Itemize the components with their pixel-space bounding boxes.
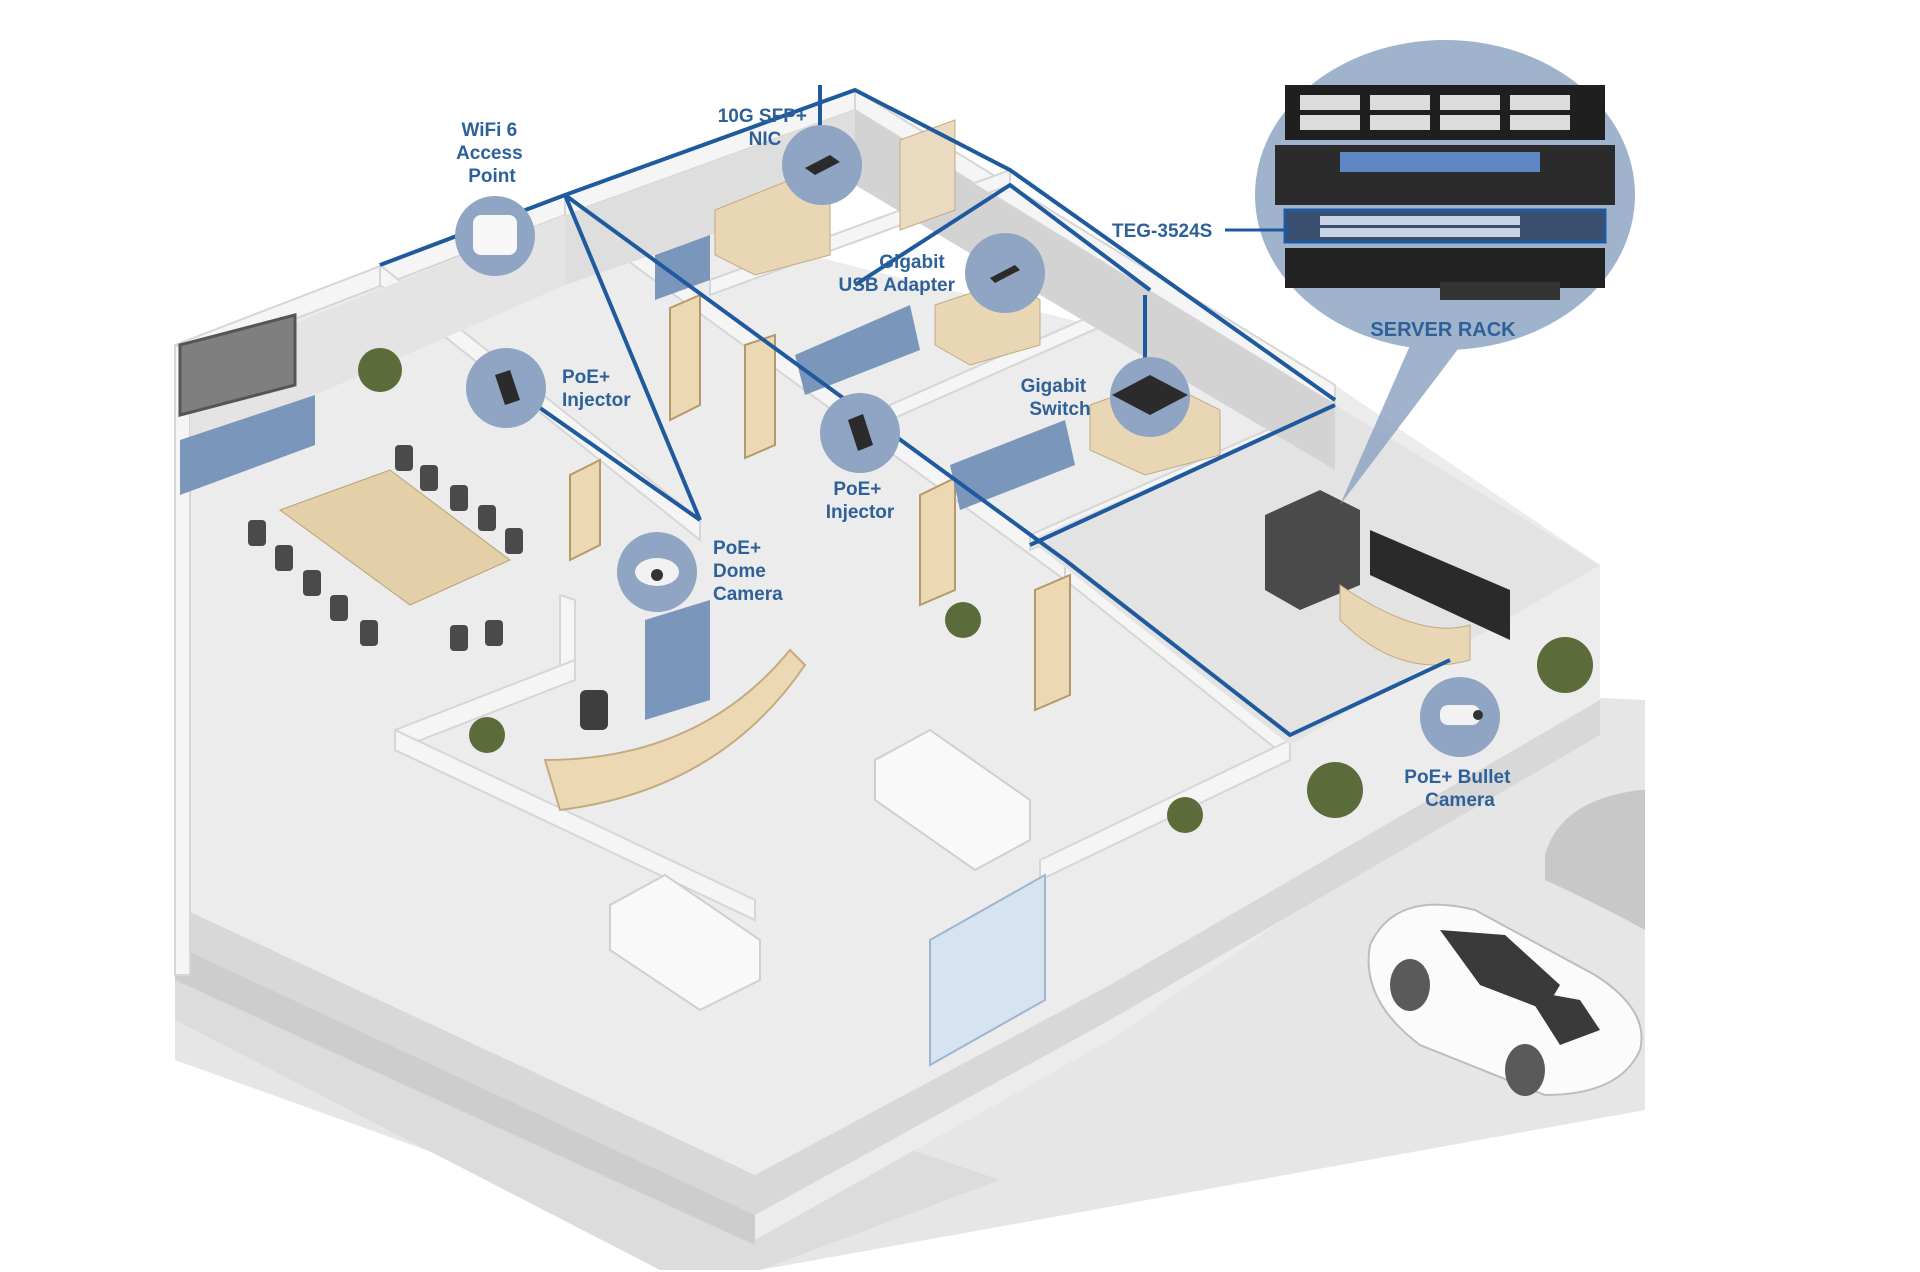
cars — [1367, 790, 1645, 1097]
poe-injector-icon — [495, 370, 520, 405]
bullet-camera-label-2: Camera — [1425, 790, 1495, 811]
poe-injector-2-label-2: Injector — [826, 502, 895, 523]
dome-camera-badge — [617, 532, 697, 612]
line-mid-corridor — [853, 183, 1152, 292]
sfp-nic-label-1: 10G SFP+ — [718, 106, 807, 127]
plant-2 — [469, 717, 505, 753]
rack-panel-1 — [1285, 85, 1605, 140]
conference-table — [278, 469, 511, 606]
wall-faces — [190, 110, 1335, 470]
meeting-cabinet — [180, 395, 315, 495]
dome-camera-label-1: PoE+ — [713, 538, 761, 559]
door-4 — [919, 476, 956, 607]
rack-teg-switch — [1283, 208, 1607, 244]
line-top-corridor — [564, 88, 1337, 402]
server-rack-label: SERVER RACK — [1370, 319, 1516, 341]
reception-desk — [543, 648, 807, 812]
poe-injector-1-label-1: PoE+ — [562, 367, 610, 388]
svg-text:PoE+ Bullet Camera: PoE+ Bullet Camera — [1404, 767, 1515, 811]
plant-4 — [1167, 797, 1203, 833]
switch-label-1: Gigabit — [1021, 376, 1087, 397]
bullet-camera-icon — [1440, 705, 1480, 725]
sfp-nic-badge — [782, 125, 862, 205]
device-badges — [455, 125, 1500, 757]
lobby-sofa-1 — [874, 728, 1031, 872]
network-lines — [379, 85, 1451, 737]
bookshelf — [899, 119, 956, 231]
entry-door — [929, 873, 1046, 1067]
bullet-camera-badge — [1420, 677, 1500, 757]
white-car — [1367, 903, 1643, 1097]
door-5 — [1034, 573, 1071, 712]
plant-6 — [1537, 637, 1593, 693]
sfp-nic-label-2: NIC — [749, 129, 782, 150]
rack-panel-3 — [1285, 248, 1605, 288]
door-1 — [569, 458, 601, 562]
console-desk — [1339, 584, 1471, 666]
usb-adapter-label-2: USB Adapter — [839, 275, 956, 296]
wifi-ap-label-3: Point — [468, 166, 516, 187]
lobby-sofa-2 — [609, 873, 761, 1012]
plant-1 — [358, 348, 402, 392]
line-server-room — [1029, 403, 1336, 547]
svg-text:WiFi 6 Access Poin: WiFi 6 Access Point — [456, 120, 528, 187]
plant-5 — [1307, 762, 1363, 818]
svg-text:PoE+ Dome Camera: PoE+ Dome Camera — [713, 538, 783, 605]
usb-adapter-icon — [990, 265, 1020, 283]
svg-text:PoE+ Injector: PoE+ Injector — [562, 367, 631, 411]
switch-label-2: Switch — [1029, 399, 1090, 420]
teg-3524s-label: TEG-3524S — [1112, 221, 1212, 242]
switch-icon — [1112, 375, 1188, 415]
dome-camera-label-3: Camera — [713, 584, 783, 605]
poe-injector-1-badge — [466, 348, 546, 428]
poe-injector-1-label-2: Injector — [562, 390, 631, 411]
poe-injector-icon — [848, 414, 873, 451]
grey-car — [1545, 790, 1645, 930]
svg-text:PoE+ Injector: PoE+ Injector — [826, 479, 895, 523]
nic-card-icon — [805, 155, 840, 175]
door-2 — [669, 293, 701, 422]
office-sofa-2 — [795, 305, 920, 395]
access-point-icon — [473, 215, 517, 255]
poe-injector-2-label-1: PoE+ — [833, 479, 881, 500]
svg-text:Gigabit USB Adapter: Gigabit USB Adapter — [839, 252, 956, 296]
dome-camera-label-2: Dome — [713, 561, 766, 582]
svg-text:10G SFP+ NIC: 10G SFP+ NIC — [718, 106, 813, 150]
plant-3 — [945, 602, 981, 638]
furniture — [178, 119, 1593, 1067]
interior-walls — [174, 88, 1336, 976]
line-corridor-main — [563, 193, 1451, 737]
gigabit-switch-badge — [1110, 357, 1190, 437]
usb-adapter-label-1: Gigabit — [879, 252, 945, 273]
server-cabinet — [1265, 490, 1360, 610]
labels: WiFi 6 Access Point 10G SFP+ NIC Gigabit… — [456, 106, 1516, 811]
storage-cabinet — [645, 600, 710, 720]
office-sofa-1 — [655, 235, 710, 300]
svg-text:Gigabit Switch: Gigabit Switch — [1021, 376, 1092, 420]
monitor-wall — [1370, 530, 1510, 640]
bullet-camera-label-1: PoE+ Bullet — [1404, 767, 1511, 788]
door-3 — [744, 333, 776, 460]
server-rack-callout — [1255, 40, 1635, 505]
poe-injector-2-badge — [820, 393, 900, 473]
wifi-ap-label-1: WiFi 6 — [461, 120, 517, 141]
wifi-ap-badge — [455, 196, 535, 276]
wifi-ap-label-2: Access — [456, 143, 523, 164]
office-sofa-3 — [950, 420, 1075, 510]
meeting-tv — [178, 313, 297, 417]
usb-adapter-badge — [965, 233, 1045, 313]
